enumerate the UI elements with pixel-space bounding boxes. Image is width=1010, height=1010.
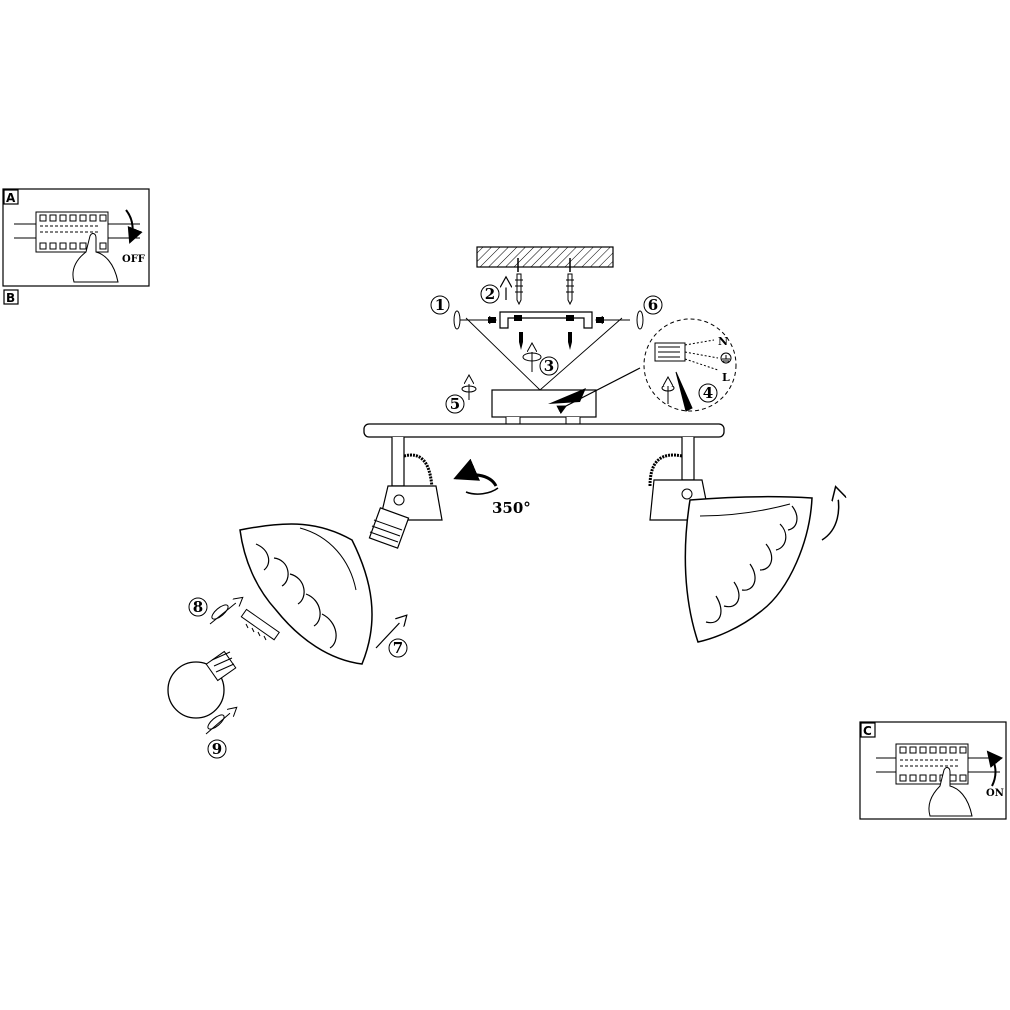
left-shade (239, 523, 373, 665)
step-3-number: 3 (544, 357, 554, 375)
hand-icon (72, 233, 119, 283)
step-9-number: 9 (212, 740, 222, 758)
panel-a-switch-off: A OFF (2, 188, 150, 287)
ceiling-mount (453, 246, 644, 350)
screw-icon (519, 332, 572, 350)
panel-a-letter: A (6, 191, 16, 205)
on-label: ON (986, 788, 1004, 799)
wall-plug-icon (515, 273, 574, 306)
canopy (491, 367, 641, 426)
step-7-number: 7 (393, 639, 403, 657)
rotation-indicator: 350° (453, 458, 531, 517)
step-2-marker: 2 (480, 284, 500, 304)
hand-icon (928, 767, 973, 817)
screwdriver-icon (675, 371, 693, 412)
fixture-bar (363, 423, 725, 438)
live-label: L (722, 371, 730, 384)
step-6-marker: 6 (643, 295, 663, 315)
ceiling-plate (476, 246, 614, 268)
tilt-arrow-icon (821, 488, 839, 541)
panel-b-letter: B (6, 291, 15, 305)
step-1-number: 1 (435, 296, 445, 314)
panel-c-letter: C (863, 724, 872, 738)
panel-c-switch-on: C ON (859, 721, 1007, 820)
step-1-marker: 1 (430, 295, 450, 315)
step-9-marker: 9 (205, 708, 236, 759)
breaker-box-icon (14, 211, 140, 253)
step-3-marker: 3 (522, 344, 559, 376)
step-6-number: 6 (648, 296, 658, 314)
off-label: OFF (122, 254, 145, 265)
step-5-number: 5 (450, 395, 460, 413)
step-4-number: 4 (703, 384, 713, 402)
rotate-down-arrow-icon (125, 209, 143, 244)
left-spot-head (368, 437, 443, 549)
panel-b: B (3, 289, 19, 305)
step-8-marker: 8 (188, 598, 242, 625)
right-shade (684, 495, 813, 643)
lamp-ring-icon (240, 608, 280, 641)
mounting-bracket (499, 311, 593, 329)
step-7-marker: 7 (375, 616, 407, 658)
neutral-label: N (718, 335, 728, 348)
ground-symbol-icon (720, 352, 732, 364)
rotate-arrow-icon (453, 458, 498, 487)
wiring-detail: N L 4 (643, 318, 737, 412)
rotation-label: 350° (492, 499, 531, 517)
step-8-number: 8 (193, 598, 203, 616)
step-2-number: 2 (485, 285, 495, 303)
bulb-icon (167, 650, 237, 719)
rotate-up-arrow-icon (986, 750, 1003, 787)
step-5-marker: 5 (445, 376, 477, 414)
